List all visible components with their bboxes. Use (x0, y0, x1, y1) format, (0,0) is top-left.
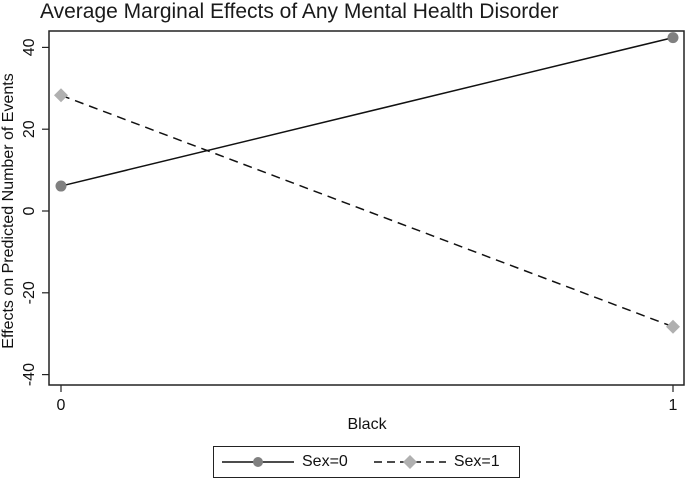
y-tick-label: 40 (21, 38, 38, 56)
diamond-marker (666, 319, 680, 334)
circle-marker (55, 180, 67, 192)
y-tick-label: 20 (21, 120, 38, 138)
legend-item-sex1: Sex=1 (373, 453, 500, 471)
chart-title: Average Marginal Effects of Any Mental H… (40, 0, 559, 23)
series-line-1 (60, 94, 674, 328)
diamond-marker (54, 88, 68, 103)
x-axis-label: Black (347, 416, 387, 433)
x-tick-label: 1 (669, 397, 678, 414)
legend-label-sex0: Sex=0 (302, 453, 348, 470)
legend-solid-circle-icon (222, 457, 294, 467)
x-axis (60, 385, 674, 392)
y-tick-label: -20 (21, 281, 38, 304)
y-tick-label: -40 (21, 363, 38, 386)
y-axis-label: Effects on Predicted Number of Events (0, 73, 17, 349)
y-axis (42, 46, 49, 376)
x-tick-label: 0 (57, 397, 66, 414)
plot-frame (48, 30, 685, 386)
legend-dashed-diamond-icon (373, 455, 446, 469)
y-tick-labels: -40 -20 0 20 40 (21, 38, 38, 386)
circle-marker (667, 32, 679, 44)
legend-label-sex1: Sex=1 (453, 453, 500, 470)
series-group (54, 32, 680, 334)
series-line-0 (60, 36, 674, 187)
legend: Sex=0 Sex=1 (213, 446, 520, 478)
y-tick-label: 0 (21, 206, 38, 215)
legend-item-sex0: Sex=0 (222, 453, 348, 471)
